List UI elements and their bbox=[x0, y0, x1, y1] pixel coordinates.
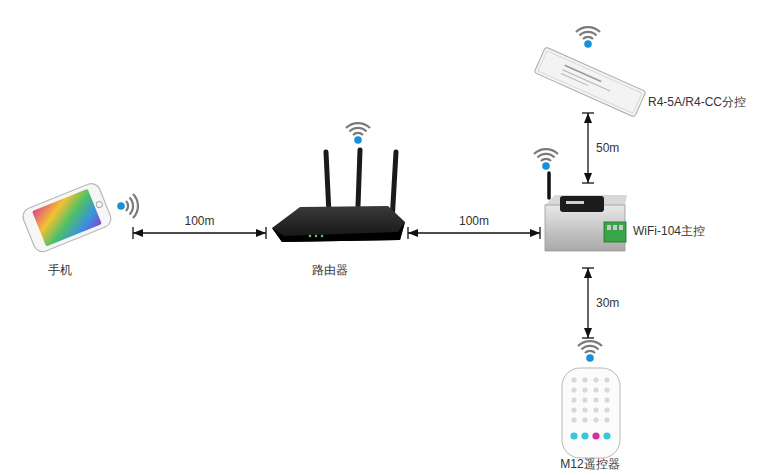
distance-label: 50m bbox=[594, 141, 621, 155]
remote-node: M12遥控器 bbox=[555, 338, 625, 455]
distance-label: 100m bbox=[182, 214, 216, 228]
distance-connector bbox=[133, 227, 266, 239]
connector-line bbox=[587, 113, 588, 183]
end-tick bbox=[582, 182, 594, 183]
router-picture bbox=[272, 150, 405, 242]
controller-node: WiFi-104主控 bbox=[540, 183, 630, 268]
end-tick bbox=[582, 112, 594, 113]
device-label: M12遥控器 bbox=[560, 457, 619, 471]
connector-line bbox=[408, 232, 540, 233]
device-label: 路由器 bbox=[312, 263, 348, 277]
receiver-node: R4-5A/R4-CC分控 bbox=[535, 20, 645, 113]
router-node: 路由器 bbox=[266, 115, 408, 250]
end-tick bbox=[265, 227, 266, 239]
phone-node: 手机 bbox=[20, 180, 133, 255]
connector-line bbox=[587, 268, 588, 338]
remote-picture bbox=[562, 368, 620, 458]
end-tick bbox=[407, 227, 408, 239]
end-tick bbox=[539, 227, 540, 239]
end-tick bbox=[582, 337, 594, 338]
distance-connector bbox=[582, 113, 594, 183]
end-tick bbox=[582, 267, 594, 268]
distance-connector bbox=[408, 227, 540, 239]
device-label: WiFi-104主控 bbox=[633, 224, 705, 238]
phone-picture bbox=[20, 181, 113, 254]
distance-label: 30m bbox=[594, 296, 621, 310]
device-label: 手机 bbox=[48, 263, 72, 277]
device-label: R4-5A/R4-CC分控 bbox=[648, 95, 746, 109]
controller-picture bbox=[545, 173, 627, 251]
connector-line bbox=[133, 232, 266, 233]
end-tick bbox=[132, 227, 133, 239]
distance-connector bbox=[582, 268, 594, 338]
receiver-picture bbox=[534, 47, 646, 117]
distance-label: 100m bbox=[457, 214, 491, 228]
